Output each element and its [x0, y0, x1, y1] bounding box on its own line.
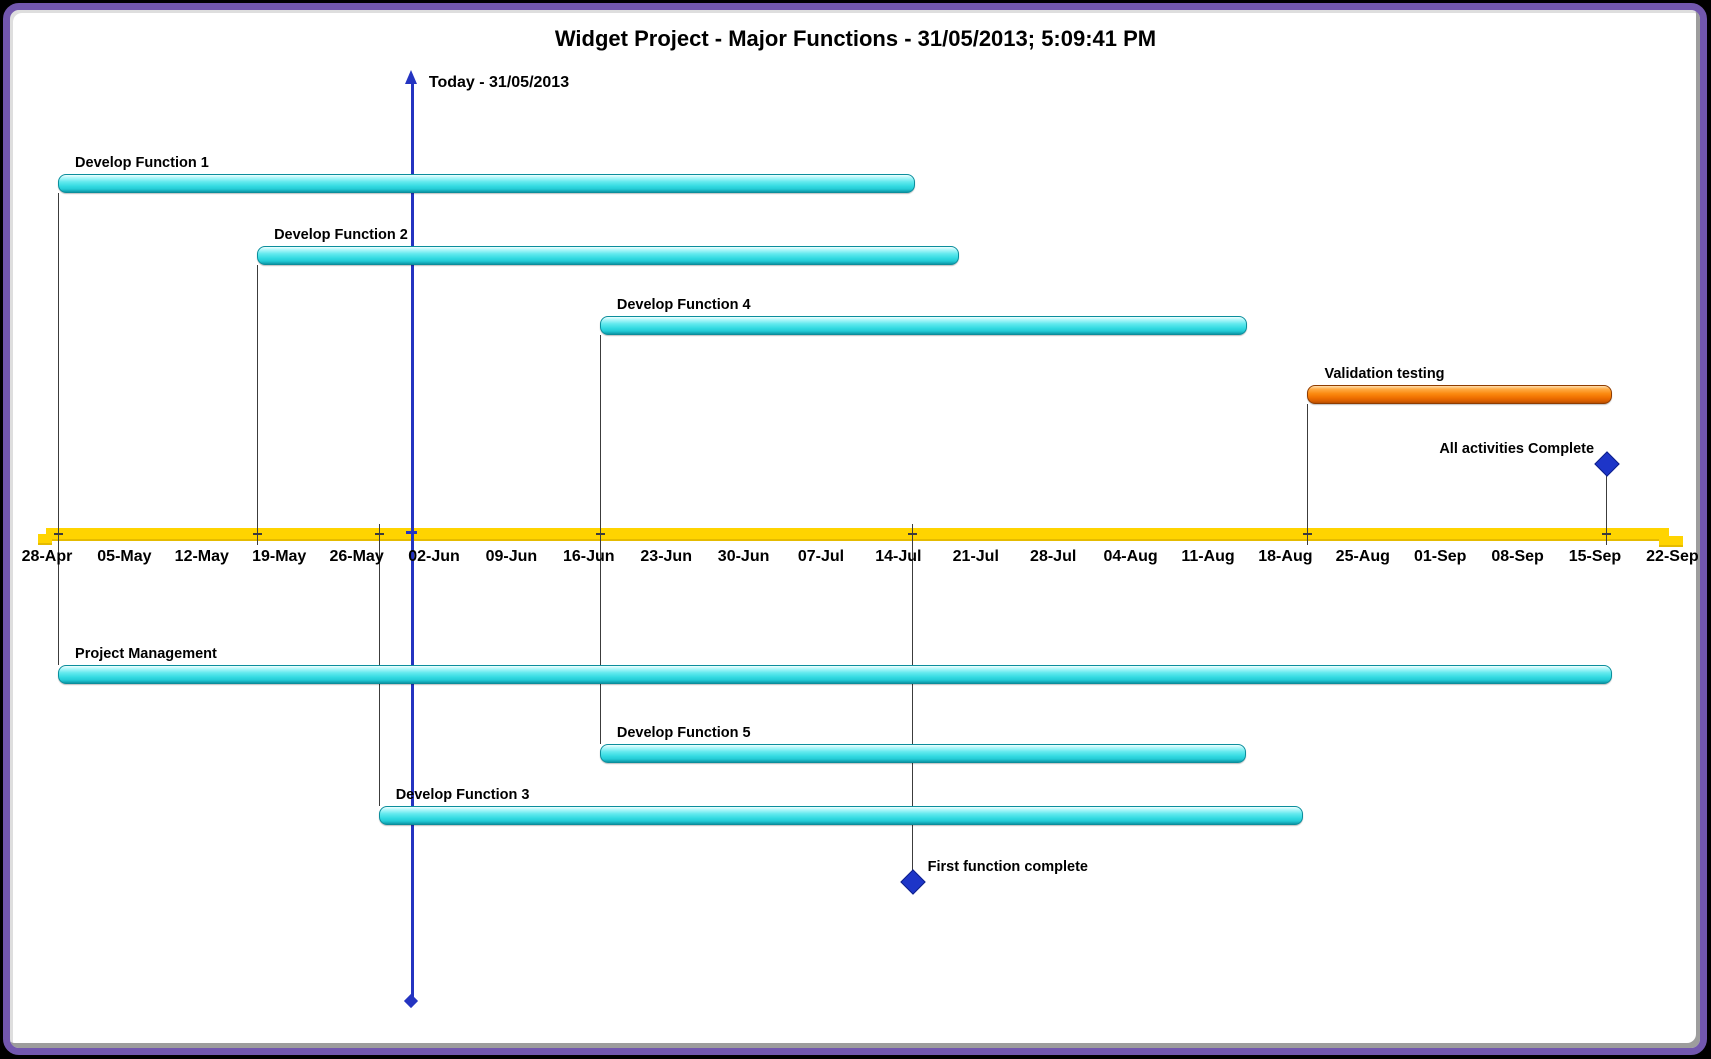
- task-connector-tick: [595, 533, 605, 535]
- axis-tick-label: 22-Sep: [1646, 548, 1699, 565]
- axis-tick-label: 26-May: [329, 548, 384, 565]
- task-connector: [1307, 404, 1309, 545]
- axis-tick-label: 07-Jul: [797, 548, 845, 565]
- axis-tick-label: 09-Jun: [485, 548, 538, 565]
- axis-tick-label: 02-Jun: [408, 548, 460, 565]
- task-bar: [599, 744, 1246, 763]
- task-label: Validation testing: [1324, 366, 1445, 382]
- today-axis-tick: [405, 531, 417, 534]
- task-connector: [599, 524, 601, 744]
- axis-tick-label: 08-Sep: [1491, 548, 1544, 565]
- axis-tick-label: 25-Aug: [1335, 548, 1390, 565]
- axis-tick-label: 18-Aug: [1258, 548, 1313, 565]
- axis-tick-label: 28-Jul: [1030, 548, 1077, 565]
- axis-tick-label: 28-Apr: [21, 548, 73, 565]
- axis-tick-label: 30-Jun: [717, 548, 770, 565]
- task-connector: [599, 335, 601, 545]
- milestone-label: First function complete: [927, 859, 1088, 875]
- axis-tick-label: 23-Jun: [640, 548, 692, 565]
- milestone-connector: [1606, 471, 1608, 545]
- axis-tick-label: 05-May: [97, 548, 152, 565]
- task-connector: [257, 265, 259, 545]
- task-label: Develop Function 5: [616, 725, 751, 741]
- milestone-connector-tick: [1602, 533, 1612, 535]
- axis-tick-label: 04-Aug: [1103, 548, 1158, 565]
- milestone-diamond-icon: [1594, 451, 1620, 477]
- timeline-axis-left-notch: [38, 534, 52, 545]
- task-connector-tick: [374, 533, 384, 535]
- axis-tick-label: 01-Sep: [1413, 548, 1467, 565]
- task-connector: [58, 524, 60, 665]
- task-bar: [1307, 385, 1612, 404]
- today-line: [410, 82, 414, 997]
- task-label: Develop Function 1: [75, 155, 209, 171]
- task-connector: [58, 193, 60, 602]
- task-connector-tick: [253, 533, 263, 535]
- task-label: Develop Function 2: [274, 227, 408, 243]
- timeline-axis-bar: [46, 528, 1669, 541]
- milestone-connector-tick: [907, 533, 917, 535]
- task-bar: [58, 174, 915, 193]
- axis-tick-label: 12-May: [174, 548, 229, 565]
- task-connector-tick: [54, 533, 64, 535]
- today-arrow-icon: [404, 70, 417, 84]
- axis-tick-label: 16-Jun: [562, 548, 615, 565]
- task-label: Develop Function 3: [395, 787, 530, 803]
- chart-title: Widget Project - Major Functions - 31/05…: [554, 26, 1157, 51]
- milestone-label: All activities Complete: [1439, 441, 1595, 457]
- task-bar: [599, 316, 1247, 335]
- task-bar: [378, 806, 1304, 825]
- axis-tick-label: 19-May: [252, 548, 307, 565]
- milestone-connector: [911, 524, 913, 872]
- task-label: Project Management: [75, 646, 217, 662]
- timeline-axis-right-notch: [1659, 536, 1683, 547]
- task-bar: [257, 246, 960, 265]
- task-connector-tick: [1303, 533, 1313, 535]
- task-label: Develop Function 4: [616, 297, 751, 313]
- axis-tick-label: 15-Sep: [1568, 548, 1622, 565]
- task-bar: [58, 665, 1612, 684]
- axis-tick-label: 11-Aug: [1181, 548, 1235, 565]
- axis-tick-label: 21-Jul: [952, 548, 999, 565]
- today-label: Today - 31/05/2013: [428, 74, 570, 91]
- axis-tick-label: 14-Jul: [875, 548, 922, 565]
- today-end-diamond-icon: [403, 993, 418, 1009]
- milestone-diamond-icon: [899, 869, 926, 895]
